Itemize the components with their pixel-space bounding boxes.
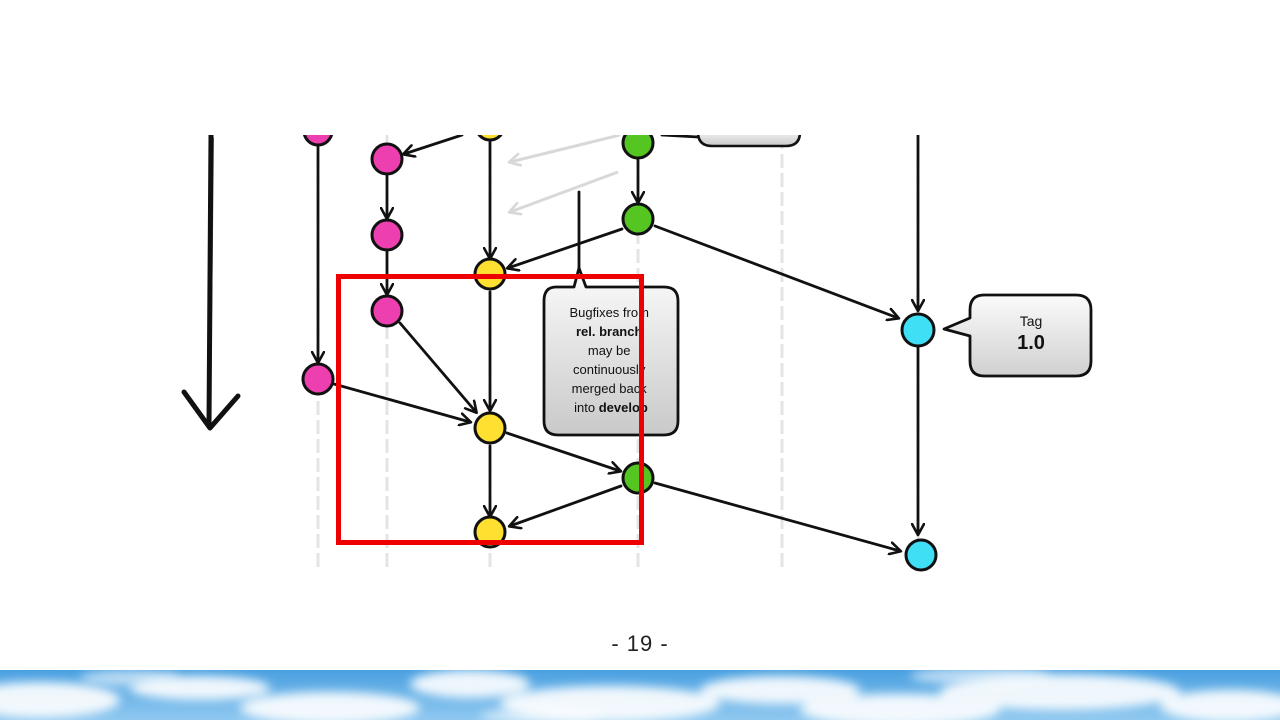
callout-line-3: may be bbox=[588, 343, 631, 358]
master-commit-tag bbox=[900, 312, 936, 348]
callout-line-4: continuously bbox=[573, 362, 646, 377]
top-callout-fragment bbox=[696, 135, 802, 148]
feature2-commit-3 bbox=[370, 294, 404, 328]
release-commit-2 bbox=[621, 202, 655, 236]
callout-line-2: rel. branch bbox=[576, 324, 643, 339]
master-commit-2 bbox=[904, 538, 938, 572]
feature2-commit-1 bbox=[370, 142, 404, 176]
bugfix-callout-text: Bugfixes from rel. branch may be continu… bbox=[569, 305, 652, 415]
callout-line-5: merged back bbox=[572, 381, 648, 396]
faded-merge-arrows bbox=[510, 135, 621, 212]
tag-label: Tag bbox=[1020, 313, 1043, 329]
feature-commit-2 bbox=[301, 362, 335, 396]
tag-value: 1.0 bbox=[1017, 332, 1045, 354]
release-commit-3 bbox=[621, 461, 655, 495]
callout-line-1: Bugfixes from bbox=[569, 305, 648, 320]
callout-line-6b: develop bbox=[599, 400, 648, 415]
feature2-commit-2 bbox=[370, 218, 404, 252]
page-number: - 19 - bbox=[611, 631, 669, 656]
tag-callout: Tag 1.0 bbox=[942, 293, 1093, 378]
feature-commit-top bbox=[303, 135, 333, 147]
develop-commit-3 bbox=[473, 411, 507, 445]
develop-commit-4 bbox=[473, 515, 507, 549]
callout-line-6a: into bbox=[574, 400, 599, 415]
highlight-box bbox=[336, 274, 644, 545]
release-commit-1 bbox=[621, 135, 655, 160]
bugfix-callout: Bugfixes from rel. branch may be continu… bbox=[542, 266, 680, 437]
sky-banner-image bbox=[0, 670, 1280, 720]
develop-commit-top bbox=[477, 135, 503, 142]
time-arrow bbox=[181, 135, 241, 431]
